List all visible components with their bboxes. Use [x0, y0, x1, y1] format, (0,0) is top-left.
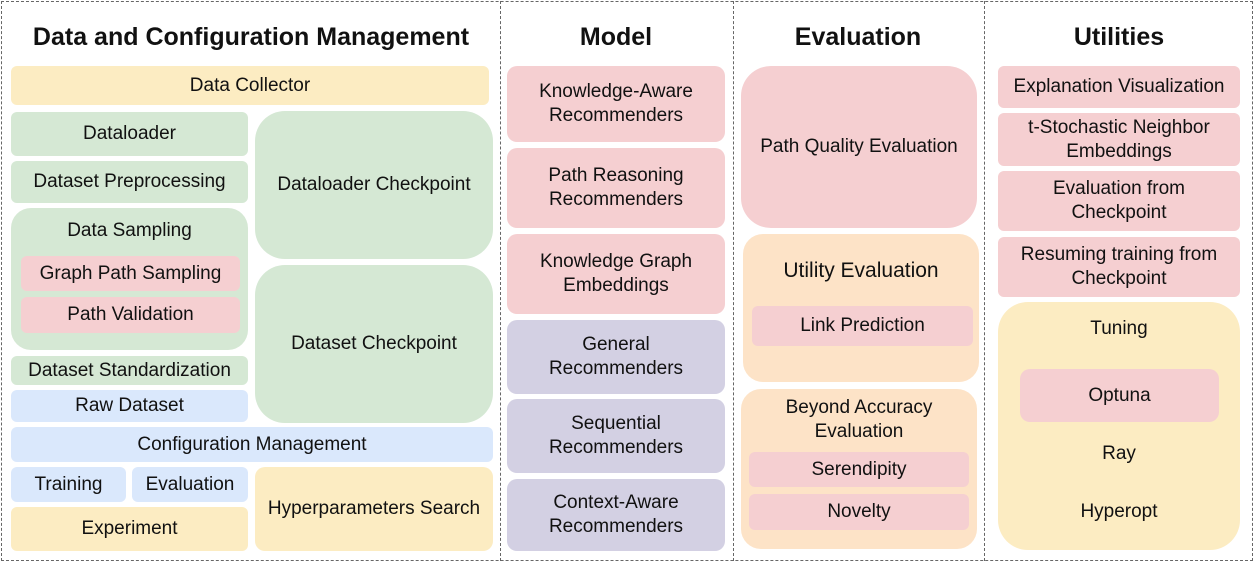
dataset-checkpoint-box: Dataset Checkpoint [255, 265, 493, 423]
section-divider [500, 1, 501, 561]
dataloader-box: Dataloader [11, 112, 248, 156]
evaluation-section-title: Evaluation [794, 23, 922, 51]
evaluation-config-box: Evaluation [132, 467, 248, 502]
tuning-group [998, 302, 1240, 550]
dataloader-checkpoint-box: Dataloader Checkpoint [255, 111, 493, 259]
knowledge-aware-recommenders-box: Knowledge-Aware Recommenders [507, 66, 725, 142]
data-collector-box: Data Collector [11, 66, 489, 105]
raw-dataset-box: Raw Dataset [11, 390, 248, 422]
beyond-accuracy-evaluation-label: Beyond Accuracy Evaluation [785, 397, 933, 442]
path-validation-box: Path Validation [21, 297, 240, 333]
tsne-box: t-Stochastic Neighbor Embeddings [998, 113, 1240, 166]
hyperopt-label: Hyperopt [1080, 501, 1158, 522]
general-recommenders-box: General Recommenders [507, 320, 725, 394]
novelty-box: Novelty [749, 494, 969, 530]
data-section-title: Data and Configuration Management [32, 23, 470, 51]
utilities-section-title: Utilities [1073, 23, 1165, 51]
configuration-management-box: Configuration Management [11, 427, 493, 462]
model-section-title: Model [579, 23, 653, 51]
optuna-box: Optuna [1020, 369, 1219, 422]
explanation-visualization-box: Explanation Visualization [998, 66, 1240, 108]
path-quality-evaluation-box: Path Quality Evaluation [741, 66, 977, 228]
context-aware-recommenders-box: Context-Aware Recommenders [507, 479, 725, 551]
resuming-training-box: Resuming training from Checkpoint [998, 237, 1240, 297]
evaluation-from-checkpoint-box: Evaluation from Checkpoint [998, 171, 1240, 231]
training-box: Training [11, 467, 126, 502]
serendipity-box: Serendipity [749, 452, 969, 487]
path-reasoning-recommenders-box: Path Reasoning Recommenders [507, 148, 725, 228]
data-sampling-label: Data Sampling [67, 220, 192, 241]
section-divider [984, 1, 985, 561]
utility-evaluation-label: Utility Evaluation [783, 259, 939, 282]
section-divider [733, 1, 734, 561]
sequential-recommenders-box: Sequential Recommenders [507, 399, 725, 473]
graph-path-sampling-box: Graph Path Sampling [21, 256, 240, 291]
experiment-box: Experiment [11, 507, 248, 551]
ray-label: Ray [1102, 443, 1136, 464]
link-prediction-box: Link Prediction [752, 306, 973, 346]
dataset-standardization-box: Dataset Standardization [11, 356, 248, 385]
tuning-label: Tuning [1090, 318, 1148, 339]
knowledge-graph-embeddings-box: Knowledge Graph Embeddings [507, 234, 725, 314]
dataset-preprocessing-box: Dataset Preprocessing [11, 161, 248, 203]
hyperparameters-search-box: Hyperparameters Search [255, 467, 493, 551]
